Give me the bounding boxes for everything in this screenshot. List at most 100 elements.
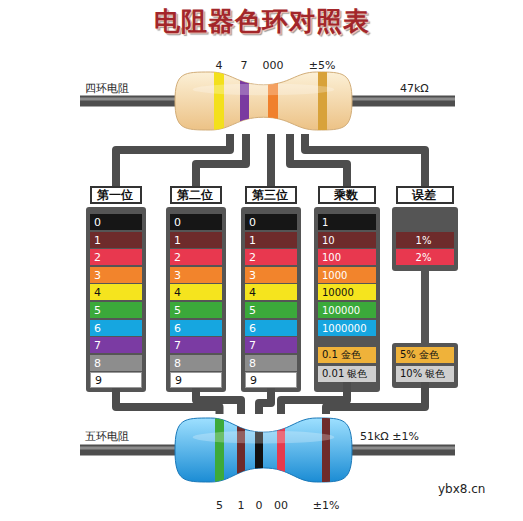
color-bar: 4 xyxy=(90,284,142,300)
color-code-value: 4 xyxy=(94,286,101,299)
resistor-diagram: 五环电阻51kΩ ±1%51000±1% xyxy=(80,414,455,518)
color-bar: 7 xyxy=(170,337,222,353)
resistor-label: 五环电阻 xyxy=(85,431,129,443)
color-code-value: 0.01 银色 xyxy=(322,367,367,381)
color-code-value: 1000 xyxy=(322,270,347,281)
wire-connector xyxy=(267,134,275,186)
column-heading: 第一位 xyxy=(97,187,133,204)
chart-title: 电阻器色环对照表 xyxy=(0,4,523,39)
color-code-value: 0 xyxy=(174,216,181,229)
color-code-value: 1% xyxy=(416,235,432,246)
color-bar: 9 xyxy=(90,372,142,388)
color-code-value: 4 xyxy=(174,286,181,299)
color-code-value: 0.1 金色 xyxy=(322,348,361,362)
color-bar: 2 xyxy=(245,249,297,265)
color-bar: 10000 xyxy=(318,284,376,300)
color-code-value: 9 xyxy=(250,374,257,387)
color-code-value: 10% 银色 xyxy=(400,367,445,381)
color-code-value: 1 xyxy=(322,217,328,228)
color-bar: 10 xyxy=(318,232,376,248)
body-shine xyxy=(193,84,335,96)
color-code-value: 5% 金色 xyxy=(400,348,439,362)
color-bar: 1 xyxy=(170,232,222,248)
color-code-value: 8 xyxy=(249,357,256,370)
color-code-value: 100000 xyxy=(322,305,360,316)
color-bar: 3 xyxy=(170,267,222,283)
color-code-value: 6 xyxy=(94,322,101,335)
color-code-value: 2 xyxy=(174,251,181,264)
wire-connector xyxy=(305,134,425,186)
color-bar: 1% xyxy=(396,232,454,248)
color-bar: 9 xyxy=(245,372,297,388)
color-code-value: 3 xyxy=(94,269,101,282)
color-code-value: 7 xyxy=(174,339,181,352)
column-header-box: 误差 xyxy=(396,186,454,204)
color-bar: 2% xyxy=(396,249,454,265)
resistor-label: 00 xyxy=(274,500,288,512)
resistor-label: ±1% xyxy=(313,500,340,512)
column-frame xyxy=(392,343,458,388)
color-band xyxy=(214,72,224,130)
color-code-value: 9 xyxy=(95,374,102,387)
color-code-value: 1 xyxy=(174,234,181,247)
color-code-value: 4 xyxy=(249,286,256,299)
resistor-label: 0 xyxy=(256,500,263,512)
color-bar: 8 xyxy=(90,355,142,371)
color-code-value: 0 xyxy=(249,216,256,229)
color-bar: 1000 xyxy=(318,267,376,283)
color-code-value: 5 xyxy=(94,304,101,317)
color-bar: 1 xyxy=(90,232,142,248)
color-bar: 1 xyxy=(245,232,297,248)
resistor-label: 1 xyxy=(238,500,245,512)
resistor-label: 4 xyxy=(216,60,223,72)
color-bar: 3 xyxy=(245,267,297,283)
color-code-value: 3 xyxy=(174,269,181,282)
wire-connector xyxy=(196,134,246,186)
column-header-box: 乘数 xyxy=(318,186,376,204)
column-heading: 误差 xyxy=(412,187,436,204)
color-bar: 4 xyxy=(245,284,297,300)
color-bar: 6 xyxy=(90,320,142,336)
color-band xyxy=(215,418,224,482)
color-bands xyxy=(214,72,327,130)
color-bar: 6 xyxy=(245,320,297,336)
color-bar: 0 xyxy=(90,214,142,230)
body-shine xyxy=(193,431,335,444)
column-header-box: 第二位 xyxy=(170,186,222,204)
color-bar: 8 xyxy=(170,355,222,371)
color-band xyxy=(268,72,278,130)
color-bar: 0.01 银色 xyxy=(318,366,376,382)
color-bar: 2 xyxy=(90,249,142,265)
wire-connector xyxy=(326,382,425,414)
color-bar: 5% 金色 xyxy=(396,347,454,363)
column-header-box: 第一位 xyxy=(90,186,142,204)
column-heading: 第二位 xyxy=(177,187,213,204)
color-band xyxy=(318,72,327,130)
color-bar: 0 xyxy=(245,214,297,230)
resistor-label: 000 xyxy=(263,60,284,72)
color-code-value: 7 xyxy=(94,339,101,352)
frame-wire xyxy=(421,268,429,346)
color-code-value: 8 xyxy=(94,357,101,370)
watermark: ybx8.cn xyxy=(438,482,485,496)
resistor-diagram: 47000±5%四环电阻47kΩ xyxy=(80,56,455,134)
resistor-label: 5 xyxy=(216,500,223,512)
color-band xyxy=(277,418,285,482)
color-bar: 5 xyxy=(170,302,222,318)
color-code-value: 6 xyxy=(249,322,256,335)
column-frame xyxy=(392,207,458,271)
color-code-value: 2 xyxy=(249,251,256,264)
color-band xyxy=(322,418,330,482)
color-code-value: 1 xyxy=(94,234,101,247)
color-code-value: 7 xyxy=(249,339,256,352)
color-bar: 9 xyxy=(170,372,222,388)
color-bar: 8 xyxy=(245,355,297,371)
resistor-label: 51kΩ ±1% xyxy=(360,431,419,443)
color-bar: 6 xyxy=(170,320,222,336)
column-heading: 乘数 xyxy=(334,187,358,204)
resistor-symbol xyxy=(80,414,455,518)
color-bar: 7 xyxy=(90,337,142,353)
color-bar: 100 xyxy=(318,249,376,265)
color-code-value: 8 xyxy=(174,357,181,370)
